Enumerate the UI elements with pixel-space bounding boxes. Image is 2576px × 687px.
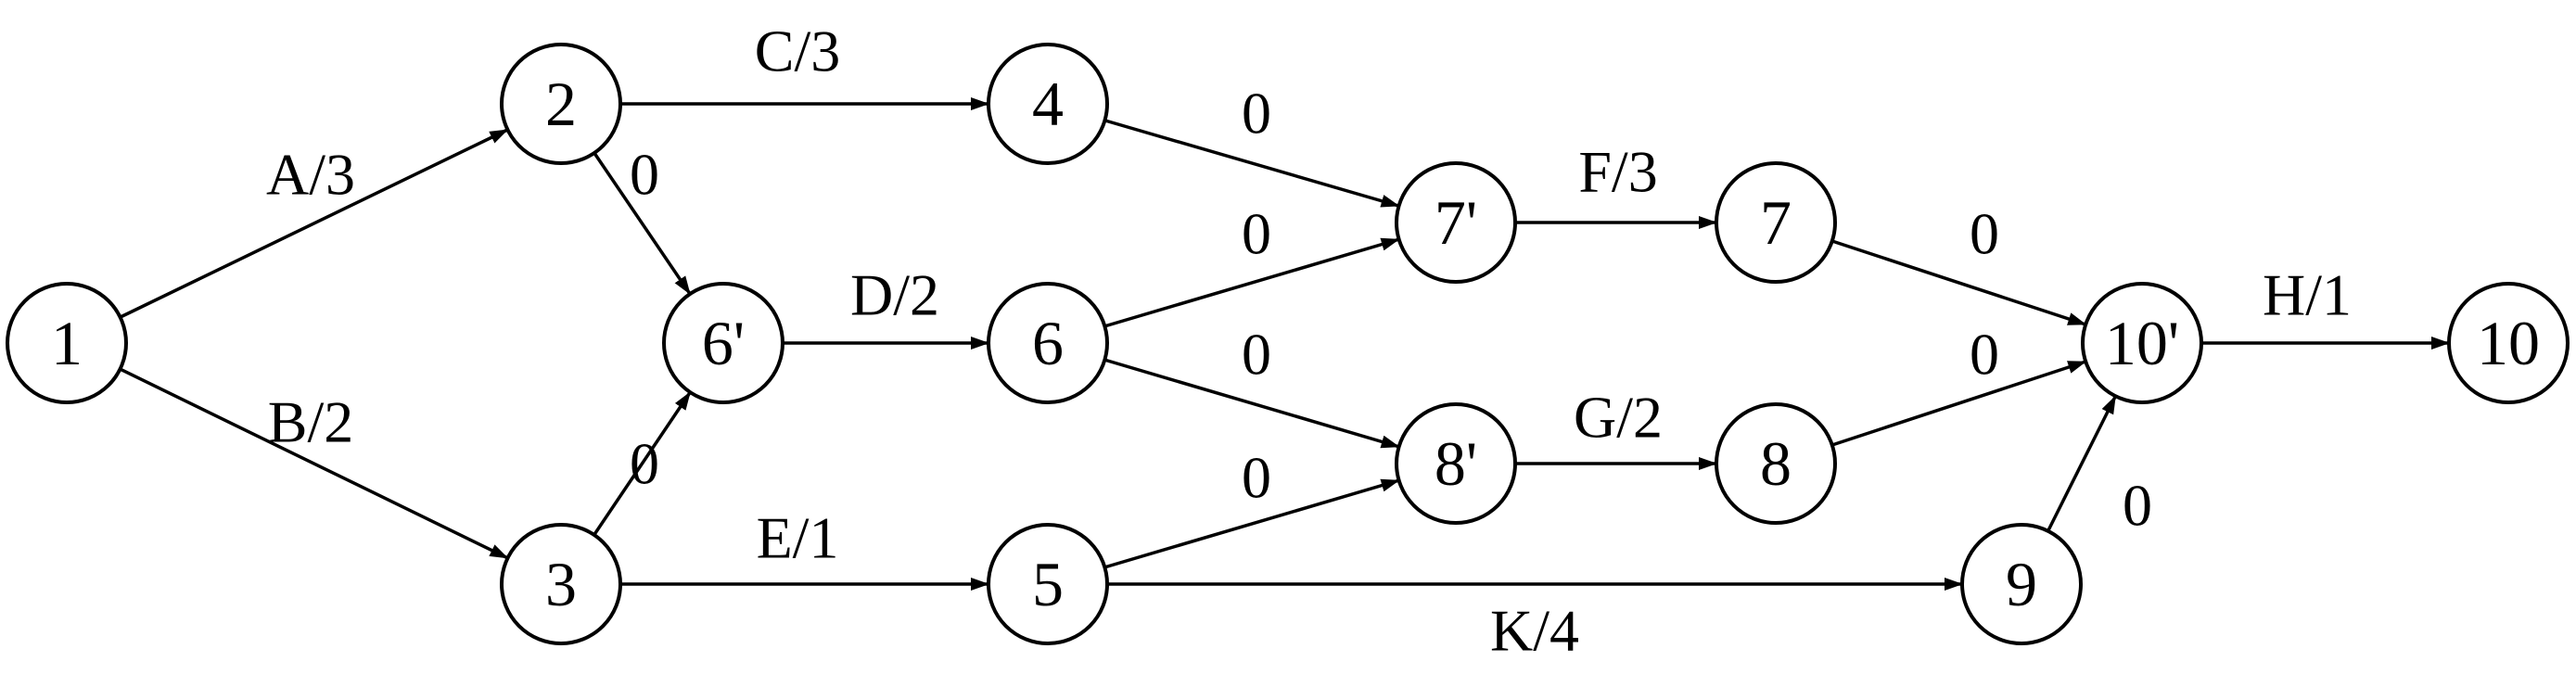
edge-6-7p bbox=[1103, 237, 1400, 328]
node-circle bbox=[500, 43, 622, 165]
node-label: 5 bbox=[1032, 549, 1064, 619]
edge-1-3 bbox=[119, 367, 509, 560]
edge-2-6p bbox=[593, 151, 692, 296]
node-label: 9 bbox=[2006, 549, 2037, 619]
node-7p: 7' bbox=[1395, 161, 1517, 284]
edge-label-6-7p: 0 bbox=[1242, 201, 1271, 267]
node-label: 1 bbox=[51, 308, 83, 378]
edge-8-10p bbox=[1831, 360, 2087, 447]
edge-label-8-10p: 0 bbox=[1970, 322, 1999, 388]
node-5: 5 bbox=[987, 523, 1109, 645]
node-circle bbox=[1715, 161, 1837, 284]
edge-label-9-10p: 0 bbox=[2123, 473, 2152, 539]
edge-label-8p-8: G/2 bbox=[1574, 385, 1663, 451]
node-label: 7' bbox=[1435, 187, 1477, 258]
edge-3-6p bbox=[593, 391, 692, 536]
edge-1-2 bbox=[119, 128, 509, 319]
edge-5-8p bbox=[1103, 478, 1400, 569]
edge-label-3-6p: 0 bbox=[630, 431, 659, 497]
node-label: 2 bbox=[545, 69, 577, 139]
edge-label-4-7p: 0 bbox=[1242, 81, 1271, 146]
node-9: 9 bbox=[1960, 523, 2083, 645]
node-circle bbox=[1960, 523, 2083, 645]
node-2: 2 bbox=[500, 43, 622, 165]
edge-label-1-3: B/2 bbox=[268, 389, 353, 455]
node-circle bbox=[1715, 402, 1837, 525]
node-6: 6 bbox=[987, 282, 1109, 404]
node-circle bbox=[1395, 402, 1517, 525]
node-label: 6 bbox=[1032, 308, 1064, 378]
node-label: 3 bbox=[545, 549, 577, 619]
node-3: 3 bbox=[500, 523, 622, 645]
edge-label-7-10p: 0 bbox=[1970, 201, 1999, 267]
node-10: 10 bbox=[2447, 282, 2570, 404]
node-circle bbox=[2447, 282, 2570, 404]
edge-4-7p bbox=[1103, 119, 1400, 208]
node-label: 6' bbox=[702, 308, 745, 378]
node-circle bbox=[500, 523, 622, 645]
node-circle bbox=[987, 43, 1109, 165]
node-circle bbox=[662, 282, 784, 404]
node-circle bbox=[2081, 282, 2203, 404]
edge-label-6-8p: 0 bbox=[1242, 322, 1271, 388]
nodes: 1 2 3 6' 4 6 5 7' 8' 7 8 9 10' 10 bbox=[6, 43, 2570, 645]
node-6p: 6' bbox=[662, 282, 784, 404]
edge-6-8p bbox=[1103, 358, 1400, 449]
node-circle bbox=[6, 282, 128, 404]
node-8: 8 bbox=[1715, 402, 1837, 525]
node-label: 10 bbox=[2477, 308, 2540, 378]
edges bbox=[119, 97, 2450, 591]
node-label: 4 bbox=[1032, 69, 1064, 139]
node-label: 10' bbox=[2105, 308, 2179, 378]
edge-label-7p-7: F/3 bbox=[1578, 139, 1657, 205]
edge-label-2-6p: 0 bbox=[630, 142, 659, 208]
edge-label-1-2: A/3 bbox=[266, 142, 355, 208]
node-8p: 8' bbox=[1395, 402, 1517, 525]
edge-label-6p-6: D/2 bbox=[850, 262, 939, 328]
node-label: 7 bbox=[1760, 187, 1792, 258]
edge-label-2-4: C/3 bbox=[755, 19, 840, 84]
node-7: 7 bbox=[1715, 161, 1837, 284]
node-circle bbox=[1395, 161, 1517, 284]
node-10p: 10' bbox=[2081, 282, 2203, 404]
edge-label-5-8p: 0 bbox=[1242, 445, 1271, 511]
node-1: 1 bbox=[6, 282, 128, 404]
edge-7-10p bbox=[1831, 239, 2087, 326]
edge-label-3-5: E/1 bbox=[757, 505, 839, 571]
node-circle bbox=[987, 523, 1109, 645]
node-label: 8 bbox=[1760, 428, 1792, 499]
node-circle bbox=[987, 282, 1109, 404]
edge-label-5-9: K/4 bbox=[1490, 598, 1579, 664]
edge-label-10p-10: H/1 bbox=[2263, 262, 2352, 328]
node-label: 8' bbox=[1435, 428, 1477, 499]
node-4: 4 bbox=[987, 43, 1109, 165]
edge-9-10p bbox=[2047, 395, 2117, 532]
